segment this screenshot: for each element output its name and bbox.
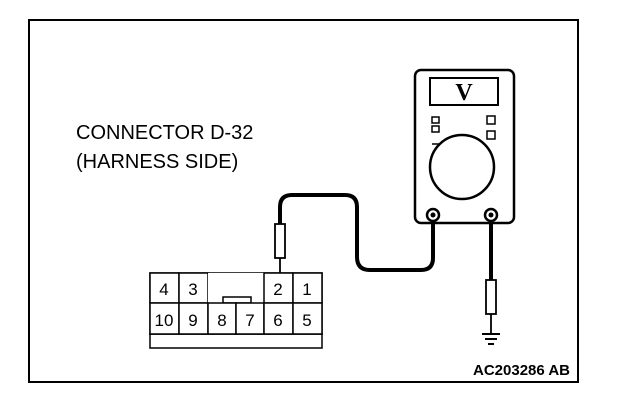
connector-title: CONNECTOR D-32 [76, 122, 253, 144]
voltmeter: V [413, 68, 516, 225]
pin-label-9: 9 [188, 311, 197, 330]
pin-label-10: 10 [155, 311, 174, 330]
pin-label-1: 1 [302, 280, 311, 299]
positive-test-lead [278, 193, 435, 272]
pin-label-3: 3 [188, 280, 197, 299]
figure-reference: AC203286 AB [473, 362, 570, 379]
positive-probe [274, 223, 286, 259]
meter-display [429, 77, 499, 106]
connector-d32 [149, 272, 323, 349]
ground-icon [482, 333, 500, 345]
pin-label-7: 7 [245, 311, 254, 330]
meter-mode-label: V [455, 80, 473, 106]
meter-dial [428, 133, 496, 201]
pin-label-5: 5 [302, 311, 311, 330]
pin-label-2: 2 [273, 280, 282, 299]
negative-probe [485, 279, 497, 315]
connector-subtitle: (HARNESS SIDE) [76, 151, 238, 173]
pin-label-6: 6 [273, 311, 282, 330]
pin-label-8: 8 [217, 311, 226, 330]
pin-label-4: 4 [159, 280, 168, 299]
